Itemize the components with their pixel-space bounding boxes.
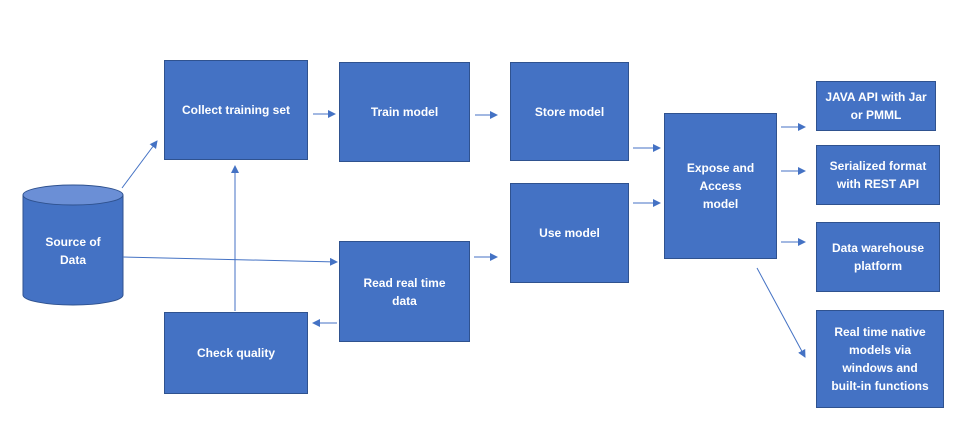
arrow-source-to-read — [122, 256, 338, 266]
data-warehouse-box: Data warehouse platform — [816, 222, 940, 292]
source-cylinder — [22, 184, 124, 306]
use-model-box: Use model — [510, 183, 629, 283]
train-model-box: Train model — [339, 62, 470, 162]
store-model-box: Store model — [510, 62, 629, 161]
arrow-source-to-collect — [121, 140, 158, 189]
check-quality-box: Check quality — [164, 312, 308, 394]
read-real-time-data-box: Read real time data — [339, 241, 470, 342]
collect-training-set-box: Collect training set — [164, 60, 308, 160]
real-time-native-models-box: Real time native models via windows and … — [816, 310, 944, 408]
expose-and-access-model-box: Expose and Access model — [664, 113, 777, 259]
source-of-data-label: Source of Data — [45, 235, 101, 267]
serialized-format-box: Serialized format with REST API — [816, 145, 940, 205]
java-api-box: JAVA API with Jar or PMML — [816, 81, 936, 131]
arrow-expose-to-realtime — [756, 267, 806, 358]
